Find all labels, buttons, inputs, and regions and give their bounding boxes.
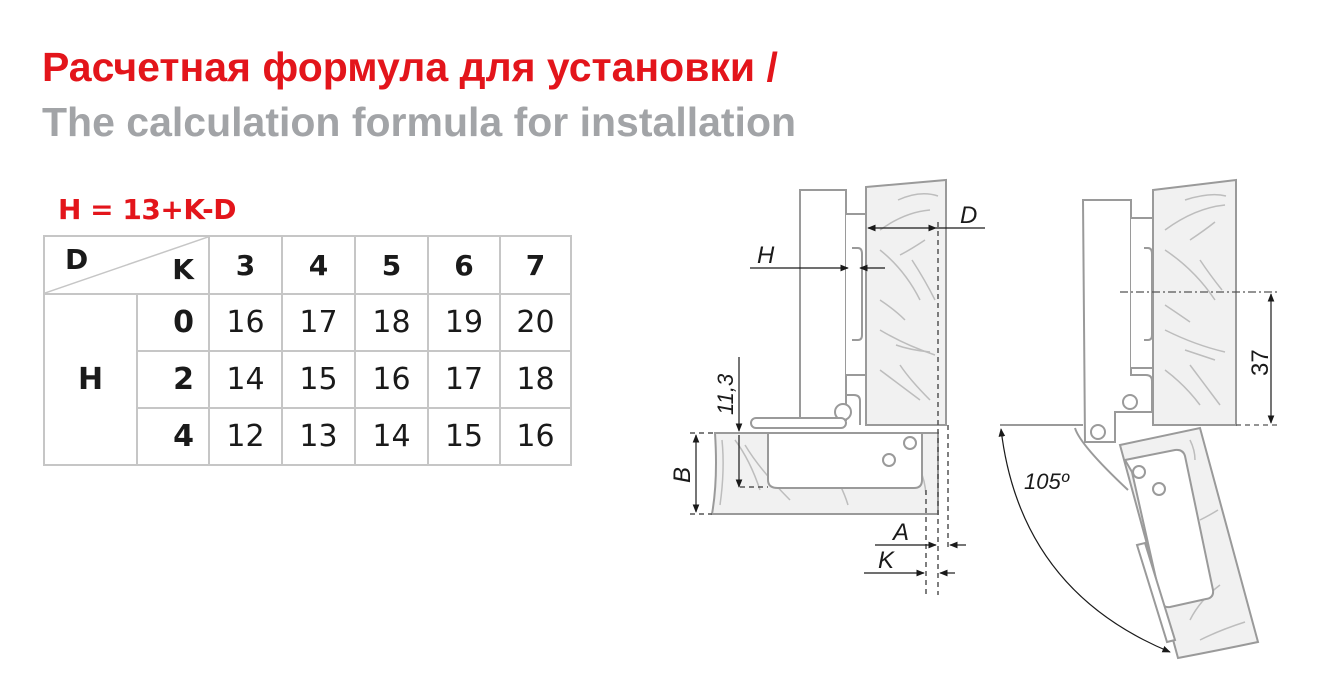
hinge-cup	[767, 432, 923, 489]
formula: H = 13+K-D	[58, 193, 236, 226]
left-hinge-drawing	[690, 178, 985, 595]
column-header: 7	[499, 235, 572, 295]
corner-label-d: D	[65, 243, 89, 276]
table-cell: 14	[208, 350, 283, 409]
table-row: 2 14 15 16 17 18	[44, 350, 572, 409]
column-header: 5	[354, 235, 429, 295]
label-37: 37	[1247, 349, 1274, 376]
column-header: 6	[427, 235, 501, 295]
table-row: 4 12 13 14 15 16	[44, 407, 572, 466]
column-header: 3	[208, 235, 283, 295]
label-k: K	[878, 547, 895, 574]
label-a: A	[891, 519, 909, 546]
table-cell: 20	[499, 293, 572, 352]
label-11-3: 11,3	[713, 373, 738, 415]
table-cell: 15	[427, 407, 501, 466]
table-cell: 17	[427, 350, 501, 409]
table-cell: 12	[208, 407, 283, 466]
title-english: The calculation formula for installation	[42, 99, 797, 145]
door-panel	[1152, 178, 1237, 426]
table-cell: 14	[354, 407, 429, 466]
table-cell: 19	[427, 293, 501, 352]
row-k-value: 4	[136, 407, 210, 466]
table-header-row: D K 3 4 5 6 7	[43, 235, 572, 295]
diagonal-divider	[45, 237, 208, 293]
table-cell: 15	[281, 350, 356, 409]
table-cell: 18	[354, 293, 429, 352]
title-russian: Расчетная формула для установки /	[42, 44, 778, 90]
label-b: B	[669, 467, 696, 483]
right-hinge-drawing	[998, 178, 1278, 660]
table-cell: 13	[281, 407, 356, 466]
corner-label-k: K	[172, 253, 194, 286]
row-k-value: 0	[136, 293, 210, 352]
table-row: H 0 16 17 18 19 20	[43, 293, 572, 466]
row-k-value: 2	[136, 350, 210, 409]
corner-cell: D K	[43, 235, 210, 295]
table-cell: 16	[354, 350, 429, 409]
table-cell: 17	[281, 293, 356, 352]
calculation-table: D K 3 4 5 6 7 H 0 16 17 18 19 20 2 14 15…	[43, 235, 572, 466]
door-panel	[865, 178, 947, 426]
row-group-label-h: H	[43, 293, 138, 466]
table-cell: 16	[208, 293, 283, 352]
label-d: D	[960, 202, 977, 229]
table-cell: 16	[499, 407, 572, 466]
table-cell: 18	[499, 350, 572, 409]
column-header: 4	[281, 235, 356, 295]
label-105-degrees: 105º	[1024, 469, 1070, 494]
label-h: H	[757, 242, 775, 269]
